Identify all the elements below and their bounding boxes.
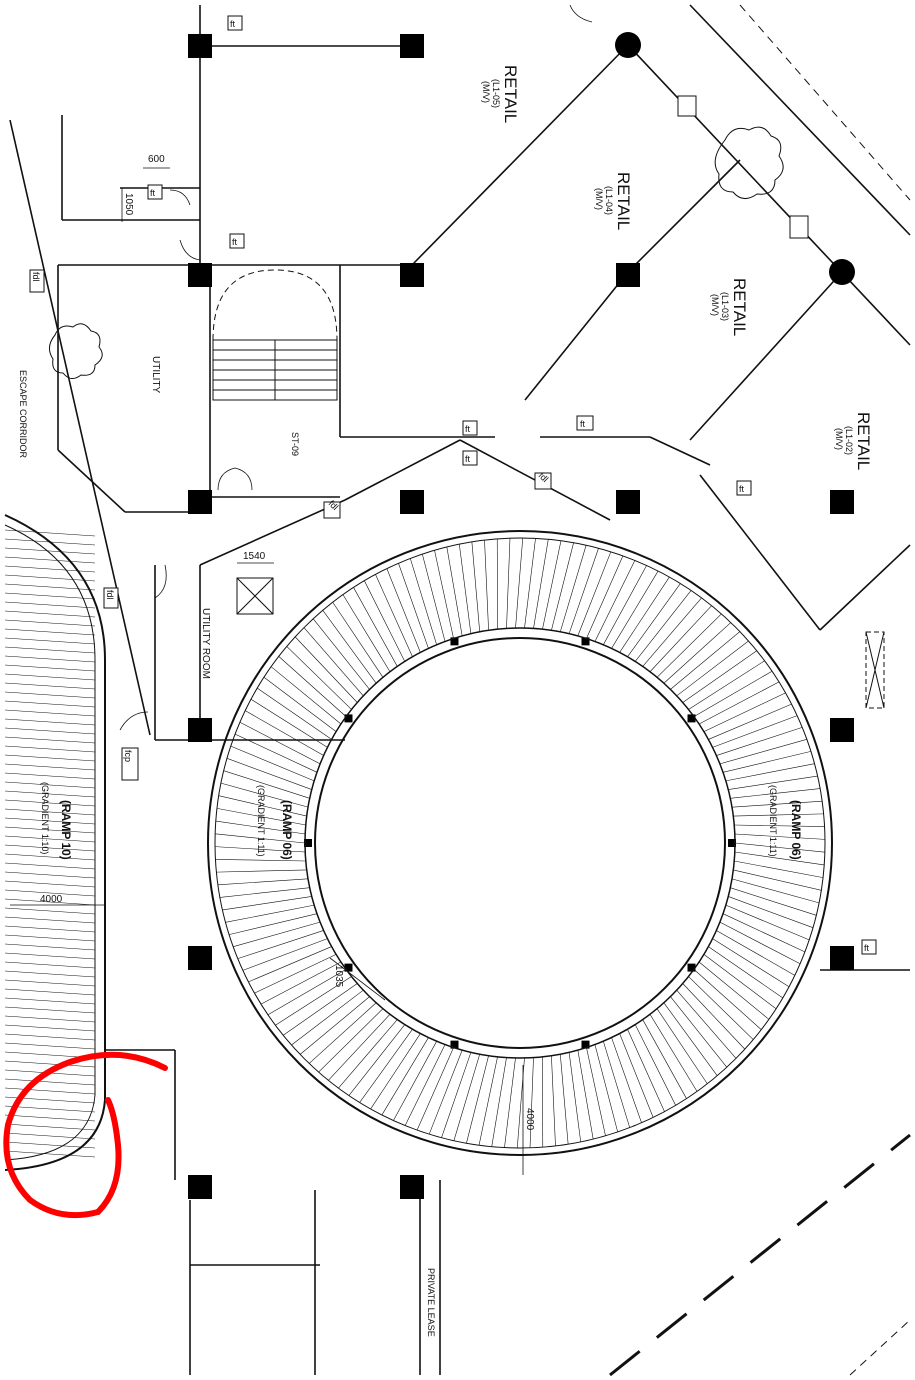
column xyxy=(188,34,212,58)
retail-l1-04: RETAIL (L1-04) (M/V) xyxy=(594,172,633,230)
ramp-10-label: (RAMP 10) xyxy=(59,800,73,860)
ramp-06-label-right: (RAMP 06) xyxy=(789,800,803,860)
ft-tag: ft xyxy=(739,484,745,494)
ft-tag: ft xyxy=(465,424,471,434)
escape-corridor-label: ESCAPE CORRIDOR xyxy=(18,370,28,459)
dimension-1540: 1540 xyxy=(243,551,266,562)
room-utility-room: UTILITY ROOM xyxy=(200,608,211,679)
ramp-06-label-left: (RAMP 06) xyxy=(280,800,294,860)
column xyxy=(188,490,212,514)
unit-code: (L1-04) xyxy=(604,186,614,215)
stair-label: ST-09 xyxy=(290,432,300,456)
retail-label: RETAIL xyxy=(854,412,873,470)
unit-use: (M/V) xyxy=(481,81,491,103)
dimension-1035: 1035 xyxy=(333,965,344,988)
column xyxy=(188,718,212,742)
fdl-tag: fdl xyxy=(31,272,41,282)
ramp-06-ring xyxy=(215,537,825,1149)
ft-tag: ft xyxy=(232,237,238,247)
retail-l1-02: RETAIL (L1-02) (M/V) xyxy=(834,412,873,470)
retail-label: RETAIL xyxy=(614,172,633,230)
column xyxy=(400,34,424,58)
retail-label: RETAIL xyxy=(730,278,749,336)
dimension-1050: 1050 xyxy=(123,193,134,216)
ramp-10 xyxy=(4,529,96,1158)
ft-tag: ft xyxy=(465,454,471,464)
fdl-tag: fdl xyxy=(105,590,115,600)
retail-label: RETAIL xyxy=(501,65,520,123)
column xyxy=(616,263,640,287)
ft-tag: ft xyxy=(230,19,236,29)
fcp-tag: fcp xyxy=(123,750,133,762)
column xyxy=(188,946,212,970)
dimension-600: 600 xyxy=(148,154,165,165)
column xyxy=(616,490,640,514)
unit-code: (L1-03) xyxy=(720,292,730,321)
unit-code: (L1-05) xyxy=(491,79,501,108)
ft-tag: ft xyxy=(580,419,586,429)
column xyxy=(400,1175,424,1199)
ramp-10-gradient: (GRADIENT 1:10) xyxy=(40,782,50,854)
dimension-4000-ramp10: 4000 xyxy=(40,894,63,905)
room-utility: UTILITY xyxy=(150,356,161,394)
ramp-06-gradient-right: (GRADIENT 1:11) xyxy=(768,785,778,857)
structural-columns xyxy=(188,34,854,1199)
retail-l1-03: RETAIL (L1-03) (M/V) xyxy=(710,278,749,336)
unit-code: (L1-02) xyxy=(844,426,854,455)
column xyxy=(188,263,212,287)
red-markup-circle xyxy=(3,1051,168,1219)
ramp-06-gradient-left: (GRADIENT 1:11) xyxy=(256,785,266,857)
column xyxy=(830,490,854,514)
retail-l1-05: RETAIL (L1-05) (M/V) xyxy=(481,65,520,123)
column xyxy=(830,946,854,970)
ft-tag: ft xyxy=(150,188,156,198)
ft-tag: ft xyxy=(864,943,870,953)
private-lease-label: PRIVATE LEASE xyxy=(426,1268,436,1337)
unit-use: (M/V) xyxy=(594,188,604,210)
column xyxy=(400,490,424,514)
column xyxy=(830,718,854,742)
column xyxy=(400,263,424,287)
unit-use: (M/V) xyxy=(834,428,844,450)
stair-st-09 xyxy=(212,269,338,401)
unit-use: (M/V) xyxy=(710,294,720,316)
column xyxy=(188,1175,212,1199)
dimension-4000-ramp06: 4000 xyxy=(524,1108,535,1131)
